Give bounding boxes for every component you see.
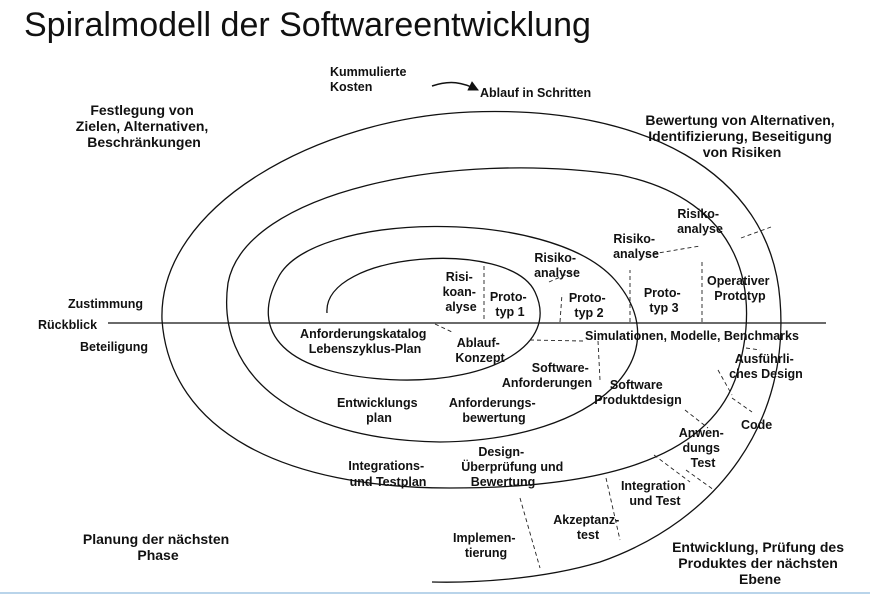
prototype-3: Proto- typ 3 xyxy=(644,286,684,315)
bottom-divider xyxy=(0,592,870,594)
detailed-design: Ausführli- ches Design xyxy=(729,352,803,381)
integration-plan: Integrations- und Testplan xyxy=(348,459,427,489)
flow-arrow xyxy=(431,81,479,91)
dashed-dividers xyxy=(434,226,772,569)
operative-prototype: Operativer Prototyp xyxy=(707,274,773,303)
steps-label: Ablauf in Schritten xyxy=(480,86,591,100)
quadrant-bottom-left: Planung der nächsten Phase xyxy=(83,531,233,563)
implementation: Implemen- tierung xyxy=(453,531,519,560)
risk-analysis-4: Risiko- analyse xyxy=(677,207,723,236)
quadrant-top-left: Festlegung von Zielen, Alternativen, Bes… xyxy=(76,102,212,150)
development-plan: Entwicklungs plan xyxy=(337,396,421,425)
risk-analysis-3: Risiko- analyse xyxy=(613,232,659,261)
software-requirements: Software- Anforderungen xyxy=(502,361,592,390)
page-title: Spiralmodell der Softwareentwicklung xyxy=(24,6,591,44)
flow-concept: Ablauf- Konzept xyxy=(455,336,505,365)
risk-analysis-2: Risiko- analyse xyxy=(534,251,580,280)
code-label: Code xyxy=(741,418,772,432)
requirements-catalog: Anforderungskatalog Lebenszyklus-Plan xyxy=(300,327,430,356)
design-review: Design- Überprüfung und Bewertung xyxy=(461,445,567,489)
cost-label: Kummulierte Kosten xyxy=(330,65,410,94)
software-design: Software Produktdesign xyxy=(594,378,682,407)
integration-test: Integration und Test xyxy=(621,479,689,508)
spiral-curve xyxy=(161,110,782,583)
simulations-label: Simulationen, Modelle, Benchmarks xyxy=(585,329,799,343)
quadrant-top-right: Bewertung von Alternativen, Identifizier… xyxy=(645,112,838,160)
application-test: Anwen- dungs Test xyxy=(679,426,728,470)
acceptance-test: Akzeptanz- test xyxy=(553,513,622,542)
prototype-1: Proto- typ 1 xyxy=(490,290,530,319)
review-label: Rückblick xyxy=(38,318,97,332)
requirements-evaluation: Anforderungs- bewertung xyxy=(449,396,539,425)
participation-label: Beteiligung xyxy=(80,340,148,354)
risk-analysis-1: Risi- koan- alyse xyxy=(443,270,480,314)
prototype-2: Proto- typ 2 xyxy=(569,291,609,320)
agreement-label: Zustimmung xyxy=(68,297,143,311)
quadrant-bottom-right: Entwicklung, Prüfung des Produktes der n… xyxy=(672,539,848,587)
